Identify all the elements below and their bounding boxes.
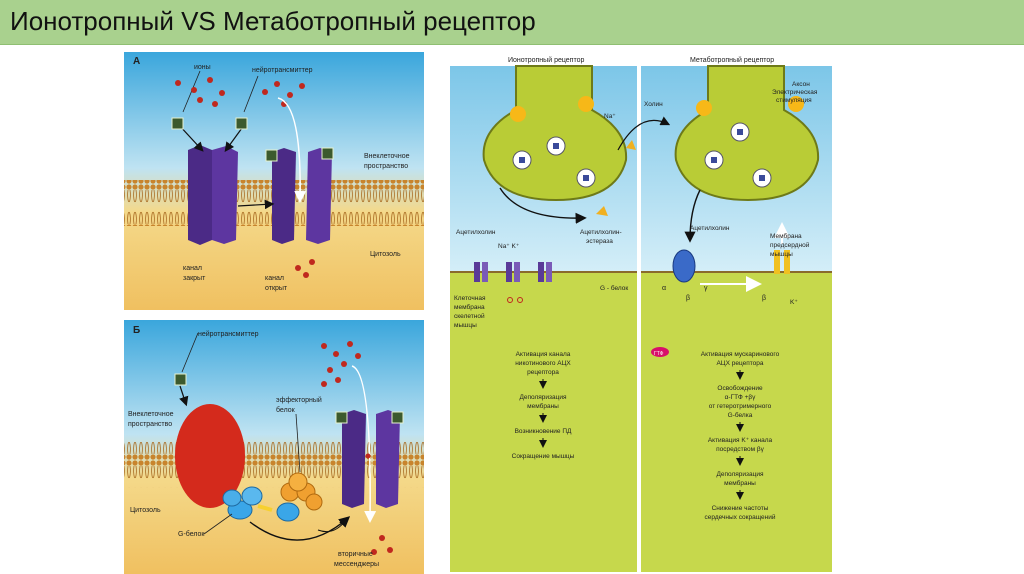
cytosol-label-b: Цитозоль xyxy=(130,507,161,514)
panel-a: А ионы нейротрансмиттер xyxy=(124,52,424,310)
atrial-label-3: мышцы xyxy=(770,251,793,258)
alpha-label: α xyxy=(662,285,666,292)
ach-left-label: Ацетилхолин xyxy=(456,229,496,236)
effector-protein xyxy=(280,472,323,511)
effector-label-2: белок xyxy=(276,406,296,414)
meta-step-2-line-4: G-белка xyxy=(728,411,753,419)
cell-membrane-label-4: мышцы xyxy=(454,322,477,329)
extracellular-label-b-1: Внеклеточное xyxy=(128,411,174,418)
stimulation-label-1: Электрическая xyxy=(772,89,818,96)
iono-step-1-line-3: рецептора xyxy=(527,369,559,376)
meta-step-3-line-1: Активация K⁺ канала xyxy=(708,437,773,444)
iono-step-2-line-1: Деполяризация xyxy=(519,394,567,401)
closed-label-1: канал xyxy=(183,265,202,272)
cell-membrane-label-1: Клеточная xyxy=(454,295,486,302)
gtf-badge xyxy=(651,347,669,357)
gamma-label: γ xyxy=(704,285,708,292)
neurotransmitter-label-a: нейротрансмиттер xyxy=(252,66,313,74)
column-divider xyxy=(637,66,641,572)
choline-label: Холин xyxy=(644,101,663,108)
neurotransmitter-square-b xyxy=(174,373,187,386)
meta-step-3-line-2: посредством βγ xyxy=(716,446,765,453)
right-diagram: Ионотропный рецептор Метаботропный рецеп… xyxy=(448,52,834,572)
ache-label-2: эстераза xyxy=(586,238,613,245)
iono-title: Ионотропный рецептор xyxy=(508,56,584,64)
na-label: Na⁺ xyxy=(604,113,616,120)
meta-step-2-line-3: от гетеротримерного xyxy=(709,403,772,410)
channel-b xyxy=(335,365,404,523)
meta-step-4-line-2: мембраны xyxy=(724,479,756,487)
panel-b: Б нейротрансмиттер xyxy=(124,320,424,574)
effector-label-1: эффекторный xyxy=(276,396,322,404)
g-protein-b xyxy=(222,486,300,522)
meta-step-1-line-1: Активация мускаринового xyxy=(701,351,780,358)
neurotransmitter-label-b: нейротрансмиттер xyxy=(198,330,259,338)
extracellular-label-a-2: пространство xyxy=(364,163,408,170)
extracellular-label-a-1: Внеклеточное xyxy=(364,153,410,160)
meta-step-5-line-1: Снижение частоты xyxy=(712,505,769,512)
meta-step-2-line-2: α-ГТФ +βγ xyxy=(725,394,756,401)
g-protein-label-b: G-белок xyxy=(178,530,205,538)
iono-step-4-line-1: Сокращение мышцы xyxy=(512,453,575,460)
meta-step-2-line-1: Освобождение xyxy=(717,384,763,392)
open-channel xyxy=(237,97,334,244)
closed-channel xyxy=(171,117,248,245)
beta-label-2: β xyxy=(762,295,766,302)
muscarinic-receptor xyxy=(651,222,790,357)
iono-flow: Активация канала никотинового АЦХ рецептор… xyxy=(512,351,575,460)
na-k-label: Na⁺ K⁺ xyxy=(498,243,520,250)
extracellular-label-b-2: пространство xyxy=(128,421,172,428)
atrial-label-2: предсердной xyxy=(770,241,810,249)
gtf-label: ГТФ xyxy=(654,351,664,357)
iono-step-2-line-2: мембраны xyxy=(527,402,559,410)
beta-label: β xyxy=(686,295,690,302)
vesicle-contents xyxy=(519,129,765,181)
cell-membrane-label-3: скелетной xyxy=(454,312,485,320)
axon-label: Аксон xyxy=(792,81,810,88)
panel-b-membrane xyxy=(124,442,424,488)
meta-step-4-line-1: Деполяризация xyxy=(716,471,764,478)
second-messengers-label-2: мессенджеры xyxy=(334,561,379,568)
stimulation-label-2: стимуляция xyxy=(776,97,812,104)
ache-label-1: Ацетилхолин- xyxy=(580,229,622,236)
page-title: Ионотропный VS Метаботропный рецептор xyxy=(10,6,536,36)
meta-step-5-line-2: сердечных сокращений xyxy=(705,513,776,521)
nicotinic-receptors xyxy=(474,262,552,303)
second-messengers-label-1: вторичные xyxy=(338,551,373,558)
open-label-1: канал xyxy=(265,275,284,282)
closed-label-2: закрыт xyxy=(183,275,206,282)
ach-right-label: Ацетилхолин xyxy=(690,225,730,232)
panel-b-letter: Б xyxy=(133,325,140,336)
ion-dots-a xyxy=(175,77,315,278)
metabotropic-receptor xyxy=(175,404,245,508)
iono-step-1-line-1: Активация канала xyxy=(516,351,571,358)
nt-pointer-b xyxy=(181,332,199,373)
iono-step-3-line-1: Возникновение ПД xyxy=(515,428,572,435)
ion-dots-b xyxy=(321,341,393,555)
cytosol-label-a: Цитозоль xyxy=(370,251,401,258)
ions-label: ионы xyxy=(194,64,211,71)
meta-lower xyxy=(641,272,832,572)
open-label-2: открыт xyxy=(265,285,288,292)
panel-a-letter: А xyxy=(133,56,140,67)
k-label: K⁺ xyxy=(790,299,798,306)
nt-pointer-a xyxy=(243,75,259,113)
iono-step-1-line-2: никотинового АЦХ xyxy=(515,360,571,367)
meta-step-1-line-2: АЦХ рецептора xyxy=(716,360,763,367)
g-protein-label-right: G - белок xyxy=(600,284,628,292)
messenger-arrow xyxy=(249,516,351,541)
atrial-label-1: Мембрана xyxy=(770,232,802,240)
meta-title: Метаботропный рецептор xyxy=(690,56,774,64)
spark-icons xyxy=(510,96,804,122)
title-bar: Ионотропный VS Метаботропный рецептор xyxy=(0,0,1024,45)
cell-membrane-label-2: мембрана xyxy=(454,303,485,311)
